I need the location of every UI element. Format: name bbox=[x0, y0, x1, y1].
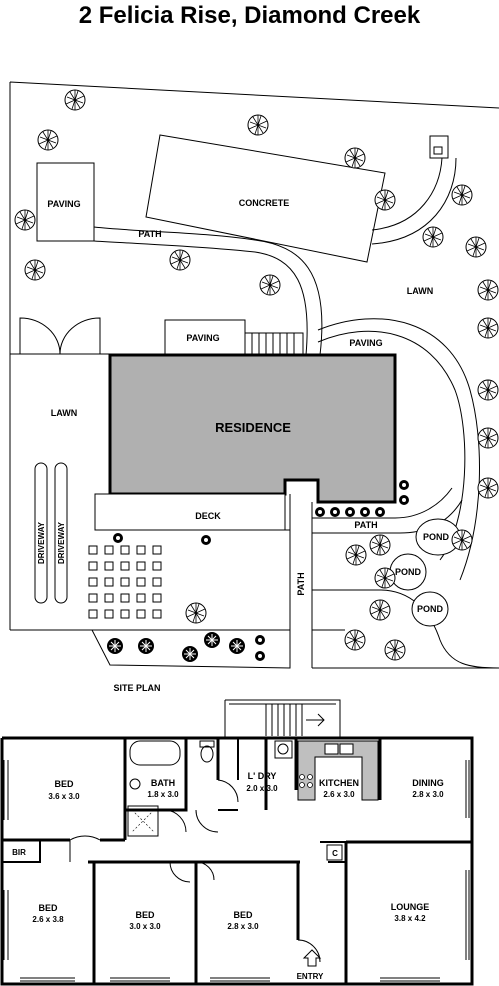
pond-3 bbox=[411, 591, 449, 627]
entry-arrow-icon bbox=[302, 949, 322, 967]
label-path-vertical: PATH bbox=[296, 572, 306, 595]
label-driveway-1: DRIVEWAY bbox=[37, 521, 46, 564]
room-bed-2-name: BED bbox=[38, 903, 58, 913]
room-bed-2-size: 2.6 x 3.8 bbox=[32, 915, 64, 924]
label-paving-left: PAVING bbox=[47, 199, 80, 209]
deck-planters bbox=[88, 545, 162, 619]
page-title: 2 Felicia Rise, Diamond Creek bbox=[78, 2, 421, 29]
site-plan: PAVING CONCRETE PATH LAWN PAVING PAVING … bbox=[9, 81, 499, 693]
room-laundry-size: 2.0 x 3.0 bbox=[246, 784, 278, 793]
label-pond-1: POND bbox=[423, 532, 450, 542]
room-bir-name: BIR bbox=[12, 848, 26, 857]
label-paving-mid: PAVING bbox=[186, 333, 219, 343]
path-top-line-2 bbox=[93, 240, 308, 356]
path-top-line-1 bbox=[93, 226, 323, 356]
deck bbox=[94, 493, 286, 531]
site-plan-caption: SITE PLAN bbox=[113, 683, 160, 693]
label-concrete: CONCRETE bbox=[239, 198, 290, 208]
room-entry-name: ENTRY bbox=[297, 972, 324, 981]
room-bed-1-size: 3.6 x 3.0 bbox=[48, 792, 80, 801]
paving-left bbox=[36, 162, 95, 242]
room-kitchen-name: KITCHEN bbox=[319, 778, 359, 788]
room-bed-3-size: 3.0 x 3.0 bbox=[129, 922, 161, 931]
label-residence: RESIDENCE bbox=[215, 420, 291, 435]
room-lounge-size: 3.8 x 4.2 bbox=[394, 914, 426, 923]
label-pond-2: POND bbox=[395, 567, 422, 577]
room-bath-size: 1.8 x 3.0 bbox=[147, 790, 179, 799]
label-lawn-right: LAWN bbox=[407, 286, 434, 296]
room-bed-4-size: 2.8 x 3.0 bbox=[227, 922, 259, 931]
label-driveway-2: DRIVEWAY bbox=[57, 521, 66, 564]
room-laundry-name: L' DRY bbox=[248, 771, 277, 781]
room-bed-3-name: BED bbox=[135, 910, 155, 920]
label-path-top: PATH bbox=[138, 229, 161, 239]
room-bed-1-name: BED bbox=[54, 779, 74, 789]
room-dining-name: DINING bbox=[412, 778, 444, 788]
label-deck: DECK bbox=[195, 511, 221, 521]
driveway-2 bbox=[54, 462, 68, 604]
room-dining-size: 2.8 x 3.0 bbox=[412, 790, 444, 799]
label-path-right: PATH bbox=[354, 520, 377, 530]
floor-plan-labels: BED 3.6 x 3.0 BATH 1.8 x 3.0 L' DRY 2.0 … bbox=[12, 771, 444, 981]
room-kitchen-size: 2.6 x 3.0 bbox=[323, 790, 355, 799]
room-bath-name: BATH bbox=[151, 778, 175, 788]
label-paving-right: PAVING bbox=[349, 338, 382, 348]
room-bed-4-name: BED bbox=[233, 910, 253, 920]
room-lounge-name: LOUNGE bbox=[391, 902, 430, 912]
room-cupboard-name: C bbox=[332, 849, 338, 858]
driveway-1 bbox=[34, 462, 48, 604]
floor-plan bbox=[0, 699, 474, 986]
steps bbox=[244, 332, 304, 356]
label-pond-3: POND bbox=[417, 604, 444, 614]
concrete-slab bbox=[145, 134, 386, 263]
label-lawn-left: LAWN bbox=[51, 408, 78, 418]
floor-steps bbox=[265, 704, 325, 736]
property-boundary bbox=[9, 81, 499, 630]
